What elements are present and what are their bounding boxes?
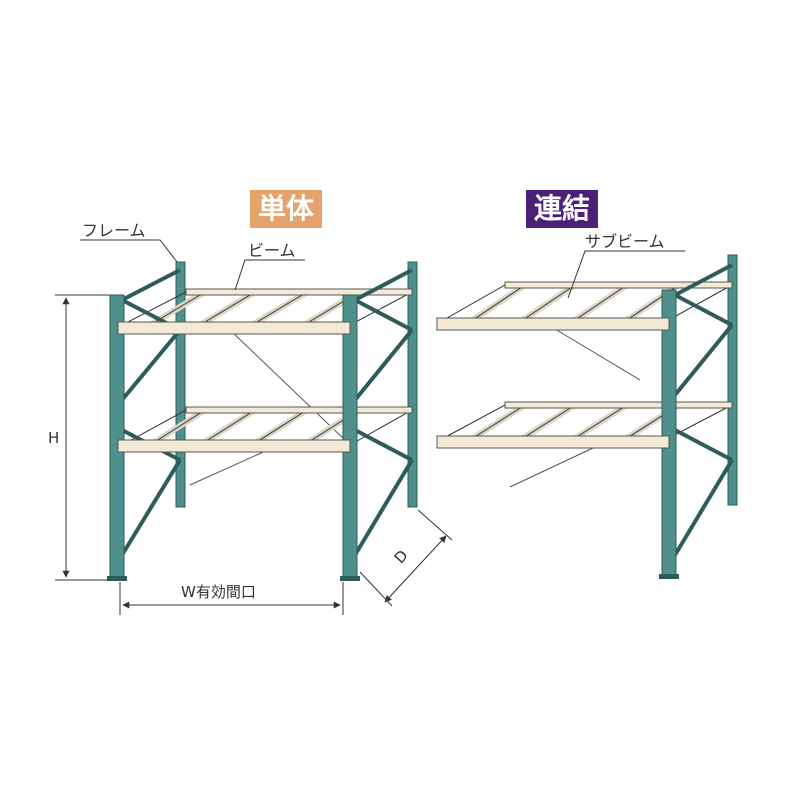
guide-line: [229, 329, 346, 441]
lower-back-beam: [185, 406, 413, 414]
base-plate: [659, 574, 679, 579]
lower-back-beam: [504, 401, 733, 409]
sub-beam-callout: サブビーム: [567, 232, 685, 299]
back-right-upright: [407, 261, 418, 508]
upper-front-beam: [117, 321, 351, 335]
sub-beam-label: サブビーム: [585, 232, 665, 251]
right-frame-bracing: [353, 268, 414, 557]
beam-callout: ビーム: [234, 241, 305, 291]
beam-label: ビーム: [248, 241, 296, 260]
left-frame-bracing: [120, 268, 182, 557]
front-right-upright: [342, 294, 358, 581]
upper-back-beam: [185, 288, 413, 296]
back-left-upright: [175, 261, 186, 508]
right-frame-bracing: [673, 263, 734, 557]
upper-front-beam: [436, 317, 670, 331]
height-label: H: [48, 429, 59, 447]
width-label: W有効間口: [181, 583, 256, 601]
upper-back-beam: [504, 281, 733, 289]
front-right-upright: [661, 289, 677, 579]
linked-rack: [436, 254, 738, 579]
frame-label: フレーム: [82, 221, 146, 240]
single-rack: [107, 261, 418, 581]
width-dimension: W有効間口: [119, 582, 344, 615]
lower-deck-slats: [467, 402, 682, 443]
front-left-upright: [109, 294, 125, 581]
single-unit-badge: 単体: [250, 190, 323, 228]
lower-front-beam: [436, 435, 670, 449]
back-right-upright: [727, 254, 738, 506]
depth-label: D: [391, 546, 412, 567]
height-dimension: H: [48, 294, 110, 581]
base-plate: [340, 576, 360, 581]
lower-front-beam: [117, 439, 351, 453]
base-plate: [107, 576, 127, 581]
linked-unit-badge: 連結: [526, 190, 599, 228]
frame-callout: フレーム: [80, 221, 178, 263]
upper-deck-slats: [467, 282, 682, 325]
